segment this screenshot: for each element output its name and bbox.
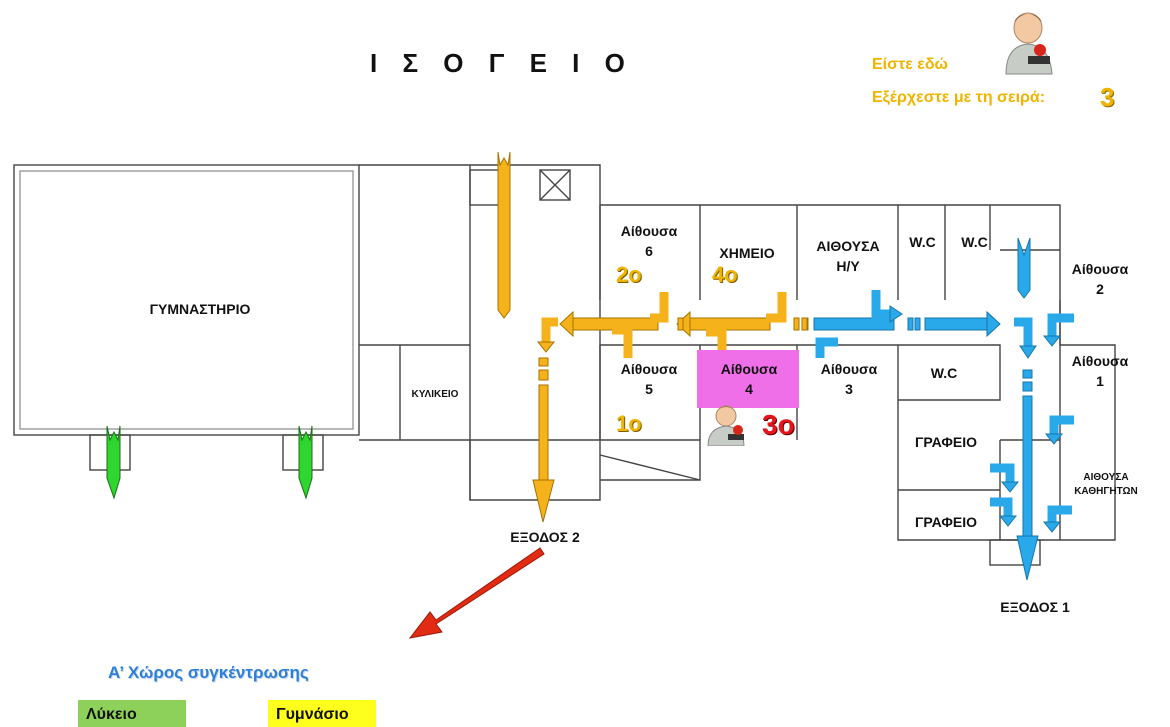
room6-label: Αίθουσα: [620, 223, 678, 239]
order-room6: 2ο: [616, 262, 642, 287]
teachers-room-subtitle: ΚΑΘΗΓΗΤΩΝ: [1074, 486, 1138, 497]
room2-label: Αίθουσα: [1071, 261, 1129, 277]
pc-room-subtitle: Η/Υ: [836, 258, 860, 274]
wc1-label: W.C: [909, 234, 936, 250]
exit-order-value: 3: [1100, 82, 1115, 112]
gym-label: ΓΥΜΝΑΣΤΗΡΙΟ: [149, 301, 251, 317]
person-icon: [1005, 12, 1053, 75]
person-marker-icon: [707, 405, 745, 446]
room2-number: 2: [1096, 281, 1104, 297]
legend-lyceum-label: Λύκειο: [86, 706, 137, 723]
order-chem: 4ο: [712, 262, 738, 287]
room1-number: 1: [1096, 373, 1104, 389]
chem-label: ΧΗΜΕΙΟ: [719, 245, 775, 261]
wc2-label: W.C: [961, 234, 988, 250]
wc3-label: W.C: [930, 365, 958, 381]
exit1-label: ΕΞΟΔΟΣ 1: [1000, 599, 1070, 615]
legend-lyceum: Λύκειο: [78, 700, 186, 727]
order-room5: 1ο: [616, 411, 642, 436]
legend-gymnasium-label: Γυμνάσιο: [276, 706, 349, 723]
pc-room-label: ΑΙΘΟΥΣΑ: [816, 238, 880, 254]
room3-number: 3: [845, 381, 853, 397]
order-room4: 3ο: [762, 409, 795, 440]
room4-number: 4: [745, 381, 753, 397]
gym-wall: [13, 164, 360, 436]
room4-label: Αίθουσα: [720, 361, 778, 377]
legend-gymnasium: Γυμνάσιο: [268, 700, 376, 727]
room5-label: Αίθουσα: [620, 361, 678, 377]
room5-number: 5: [645, 381, 653, 397]
current-room-highlight: [697, 350, 799, 408]
office1-label: ΓΡΑΦΕΙΟ: [914, 434, 978, 450]
exit-order-label: Εξέρχεστε με τη σειρά:: [872, 89, 1046, 106]
room3-label: Αίθουσα: [820, 361, 878, 377]
meeting-point-label: Α’ Χώρος συγκέντρωσης: [108, 663, 309, 682]
room6-number: 6: [645, 243, 653, 259]
room1-label: Αίθουσα: [1071, 353, 1129, 369]
exit2-label: ΕΞΟΔΟΣ 2: [510, 529, 580, 545]
you-are-here-label: Είστε εδώ: [872, 56, 949, 73]
page-title: Ι Σ Ο Γ Ε Ι Ο: [370, 48, 634, 78]
teachers-room-label: ΑΙΘΟΥΣΑ: [1083, 472, 1129, 483]
office2-label: ΓΡΑΦΕΙΟ: [914, 514, 978, 530]
canteen-label: ΚΥΛΙΚΕΙΟ: [411, 389, 459, 400]
